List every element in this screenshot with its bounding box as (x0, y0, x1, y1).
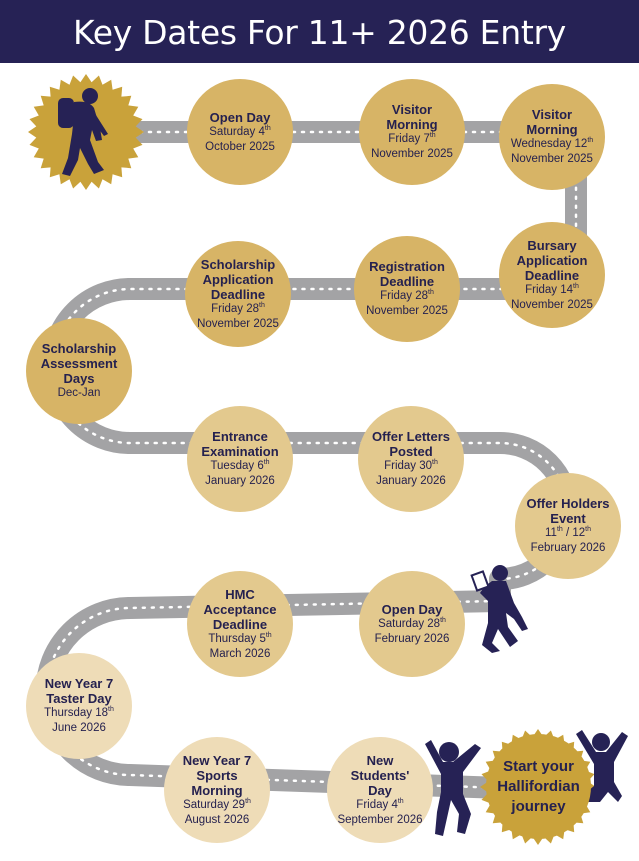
event-date: Friday 28th November 2025 (197, 301, 279, 330)
event-date: Saturday 4th October 2025 (205, 124, 275, 153)
event-date: Friday 7th November 2025 (371, 132, 453, 160)
event-date: Friday 30th January 2026 (376, 459, 446, 487)
event-title: Open Day (381, 601, 443, 617)
event-title: New Year 7 Sports Morning (182, 752, 252, 798)
jumping-students-icon (425, 730, 628, 836)
event-title: Bursary Application Deadline (516, 237, 588, 283)
event-title: Offer Letters Posted (371, 429, 451, 459)
event-date: Wednesday 12th November 2025 (510, 137, 594, 165)
header-banner: Key Dates For 11+ 2026 Entry (0, 0, 639, 63)
event-title: New Year 7 Taster Day (44, 676, 114, 706)
event-date: Thursday 5th March 2026 (208, 631, 272, 660)
road-center-line (45, 130, 578, 792)
event-date: Saturday 28th February 2026 (374, 616, 450, 645)
event-title: New Students' Day (350, 752, 410, 798)
event-date: Tuesday 6th January 2026 (205, 459, 275, 487)
event-title: Open Day (209, 109, 271, 125)
page-title: Key Dates For 11+ 2026 Entry (73, 13, 566, 52)
event-title: Visitor Morning (526, 107, 578, 137)
hiker-icon (58, 88, 108, 176)
event-title: Scholarship Application Deadline (200, 256, 276, 302)
event-title: Registration Deadline (369, 259, 445, 289)
event-title: Scholarship Assessment Days (40, 341, 118, 386)
finale-text: Start your Hallifordian journey (497, 757, 580, 815)
event-date: Thursday 18th June 2026 (44, 706, 114, 734)
event-date: Saturday 29th August 2026 (183, 797, 251, 826)
event-title: Visitor Morning (386, 102, 438, 132)
event-title: Entrance Examination (201, 429, 279, 459)
event-date: Dec-Jan (57, 387, 101, 399)
event-date: 11th / 12th February 2026 (530, 526, 606, 554)
event-title: Offer Holders Event (526, 496, 610, 526)
reading-student-icon (470, 565, 528, 653)
event-date: Friday 28th November 2025 (366, 289, 448, 317)
finale-circle: Start your Hallifordian journey (486, 734, 591, 839)
event-title: HMC Acceptance Deadline (203, 586, 277, 632)
event-date: Friday 4th September 2026 (337, 797, 423, 826)
event-date: Friday 14th November 2025 (511, 282, 593, 311)
